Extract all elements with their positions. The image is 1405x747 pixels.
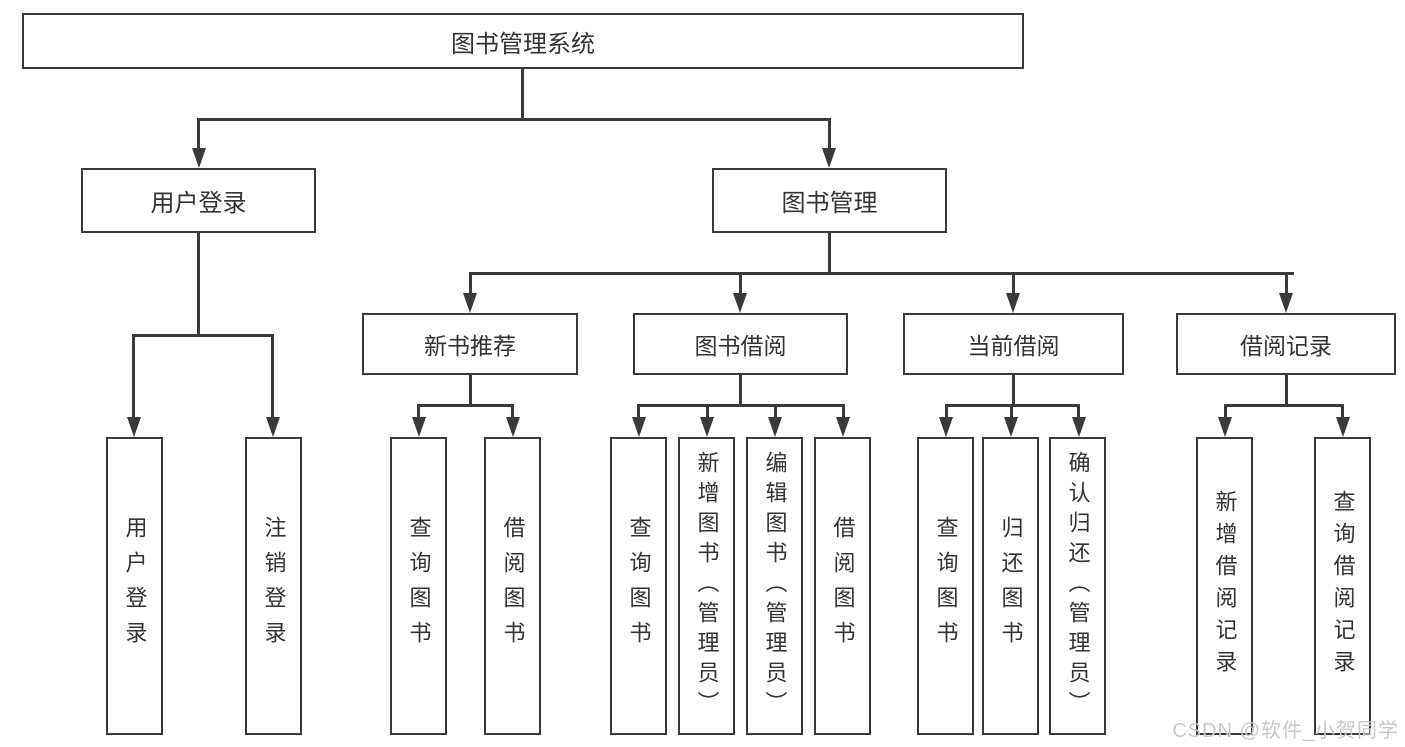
node-user-login: 用户登录: [81, 168, 316, 233]
arrow-down-icon: [1218, 417, 1232, 437]
connector-root-right-drop: [828, 118, 831, 150]
leaf-logout-label: 注销登录: [261, 516, 287, 656]
watermark: CSDN @软件_小贺同学: [1172, 720, 1399, 742]
connector-recommend-drop: [511, 404, 514, 419]
node-book-management: 图书管理: [712, 168, 947, 233]
node-borrow-records: 借阅记录: [1176, 313, 1396, 375]
node-borrow-records-label: 借阅记录: [1240, 333, 1332, 359]
connector-current-drop: [1010, 404, 1013, 419]
leaf-add-book-admin: 新增图书（管理员）: [678, 437, 735, 735]
node-user-login-label: 用户登录: [150, 190, 247, 217]
node-book-borrow: 图书借阅: [633, 313, 848, 375]
arrow-down-icon: [266, 417, 280, 437]
connector-bookmgmt-drop: [1285, 272, 1288, 295]
node-root: 图书管理系统: [22, 13, 1024, 69]
connector-bookmgmt-drop: [1012, 272, 1015, 295]
connector-bookmgmt-drop: [469, 272, 472, 295]
connector-root-stem: [521, 69, 524, 120]
arrow-down-icon: [939, 417, 953, 437]
leaf-add-borrow-record-label: 新增借阅记录: [1212, 490, 1238, 682]
arrow-down-icon: [1006, 293, 1020, 313]
connector-bookmgmt-drop: [739, 272, 742, 295]
leaf-borrow-books-recommend-label: 借阅图书: [500, 516, 526, 656]
leaf-borrow-books: 借阅图书: [814, 437, 871, 735]
leaf-borrow-books-recommend: 借阅图书: [484, 437, 541, 735]
connector-recommend-stem: [469, 375, 472, 406]
leaf-add-borrow-record: 新增借阅记录: [1196, 437, 1253, 735]
arrow-down-icon: [192, 148, 206, 168]
leaf-query-borrow-record-label: 查询借阅记录: [1330, 490, 1356, 682]
leaf-query-borrow-record: 查询借阅记录: [1314, 437, 1371, 735]
leaf-user-login: 用户登录: [106, 437, 163, 735]
connector-borrow-drop: [774, 404, 777, 419]
node-book-management-label: 图书管理: [781, 190, 878, 217]
connector-borrow-rail: [637, 404, 844, 407]
connector-borrow-drop: [706, 404, 709, 419]
leaf-user-login-label: 用户登录: [122, 516, 148, 656]
leaf-query-books-current-label: 查询图书: [933, 516, 959, 656]
leaf-query-books-current: 查询图书: [917, 437, 974, 735]
node-book-borrow-label: 图书借阅: [694, 333, 787, 359]
connector-current-drop: [945, 404, 948, 419]
connector-borrow-stem: [739, 375, 742, 406]
connector-recommend-rail: [417, 404, 514, 407]
connector-userlogin-rail: [132, 334, 274, 337]
connector-records-stem: [1285, 375, 1288, 406]
connector-bookmgmt-stem: [828, 233, 831, 274]
arrow-down-icon: [1004, 417, 1018, 437]
arrow-down-icon: [412, 417, 426, 437]
leaf-logout: 注销登录: [245, 437, 302, 735]
node-root-label: 图书管理系统: [451, 30, 595, 58]
connector-root-left-drop: [197, 118, 200, 150]
arrow-down-icon: [822, 148, 836, 168]
arrow-down-icon: [632, 417, 646, 437]
node-current-borrow: 当前借阅: [903, 313, 1124, 375]
leaf-query-books-recommend-label: 查询图书: [406, 516, 432, 656]
node-new-book-recommend-label: 新书推荐: [424, 333, 516, 359]
connector-borrow-drop: [842, 404, 845, 419]
connector-current-stem: [1012, 375, 1015, 406]
arrow-down-icon: [463, 293, 477, 313]
arrow-down-icon: [768, 417, 782, 437]
connector-userlogin-drop: [271, 334, 274, 419]
connector-userlogin-stem: [197, 233, 200, 336]
leaf-confirm-return-admin-label: 确认归还（管理员）: [1065, 451, 1091, 721]
leaf-query-books-borrow: 查询图书: [610, 437, 667, 735]
leaf-add-book-admin-label: 新增图书（管理员）: [694, 451, 720, 721]
connector-recommend-drop: [417, 404, 420, 419]
connector-borrow-drop: [637, 404, 640, 419]
arrow-down-icon: [1336, 417, 1350, 437]
leaf-confirm-return-admin: 确认归还（管理员）: [1049, 437, 1106, 735]
arrow-down-icon: [836, 417, 850, 437]
leaf-return-book: 归还图书: [982, 437, 1039, 735]
arrow-down-icon: [1279, 293, 1293, 313]
connector-bookmgmt-rail: [469, 272, 1294, 275]
leaf-edit-book-admin: 编辑图书（管理员）: [746, 437, 803, 735]
leaf-return-book-label: 归还图书: [998, 516, 1024, 656]
connector-records-rail: [1224, 404, 1344, 407]
leaf-query-books-recommend: 查询图书: [390, 437, 447, 735]
leaf-edit-book-admin-label: 编辑图书（管理员）: [762, 451, 788, 721]
node-new-book-recommend: 新书推荐: [362, 313, 578, 375]
connector-root-rail: [197, 118, 831, 121]
arrow-down-icon: [733, 293, 747, 313]
connector-userlogin-drop: [132, 334, 135, 419]
node-current-borrow-label: 当前借阅: [967, 333, 1060, 359]
connector-current-drop: [1077, 404, 1080, 419]
arrow-down-icon: [127, 417, 141, 437]
leaf-borrow-books-label: 借阅图书: [830, 516, 856, 656]
arrow-down-icon: [700, 417, 714, 437]
leaf-query-books-borrow-label: 查询图书: [626, 516, 652, 656]
arrow-down-icon: [506, 417, 520, 437]
arrow-down-icon: [1072, 417, 1086, 437]
connector-records-drop: [1341, 404, 1344, 419]
connector-records-drop: [1224, 404, 1227, 419]
